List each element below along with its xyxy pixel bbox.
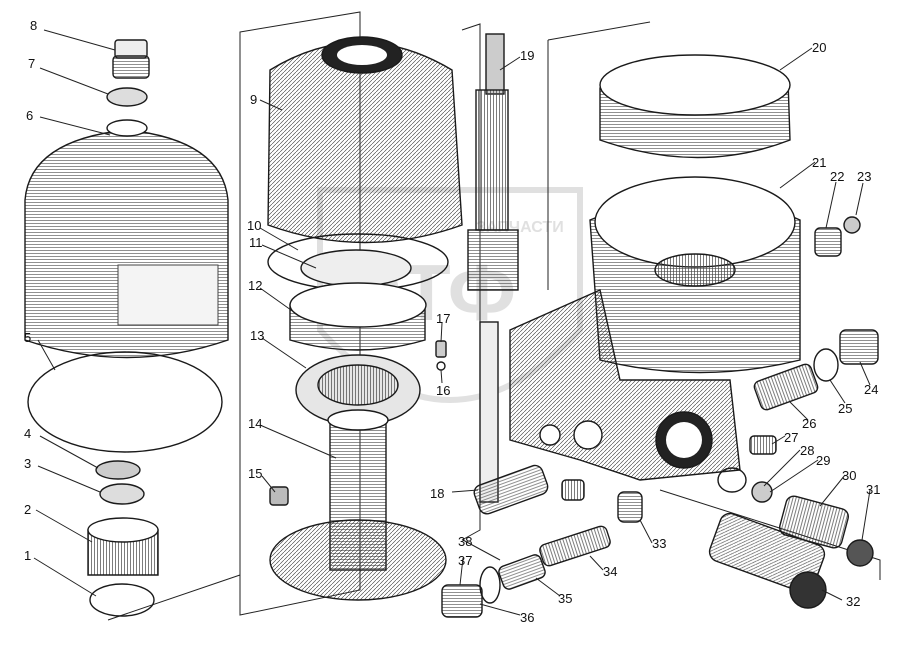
part-33-bushing	[617, 491, 643, 523]
callout-29: 29	[816, 453, 830, 468]
callout-33: 33	[652, 536, 666, 551]
callout-2: 2	[24, 502, 31, 517]
callout-4: 4	[24, 426, 31, 441]
part-5-gasket	[27, 351, 223, 453]
part-35-valve	[498, 554, 546, 590]
part-6-filter-housing	[24, 119, 229, 359]
callout-25: 25	[838, 401, 852, 416]
callout-37: 37	[458, 553, 472, 568]
callout-22: 22	[830, 169, 844, 184]
callout-7: 7	[28, 56, 35, 71]
callout-labels: 1 2 3 4 5 6 7 8 9 10 11 12 13 14 15 16 1…	[24, 18, 880, 625]
part-34-spring	[539, 525, 611, 567]
callout-27: 27	[784, 430, 798, 445]
callout-34: 34	[603, 564, 617, 579]
callout-32: 32	[846, 594, 860, 609]
callout-26: 26	[802, 416, 816, 431]
callout-8: 8	[30, 18, 37, 33]
part-24-plug	[839, 329, 879, 365]
part-26-spring	[753, 363, 819, 411]
part-9-cap	[267, 36, 463, 244]
callout-35: 35	[558, 591, 572, 606]
callout-30: 30	[842, 468, 856, 483]
callout-16: 16	[436, 383, 450, 398]
part-12-rotor-ring	[289, 282, 427, 351]
callout-24: 24	[864, 382, 878, 397]
part-28-circlip	[717, 467, 747, 493]
small-plug	[561, 479, 585, 501]
callout-28: 28	[800, 443, 814, 458]
callout-13: 13	[250, 328, 264, 343]
callout-6: 6	[26, 108, 33, 123]
callout-18: 18	[430, 486, 444, 501]
part-17-screw	[435, 340, 447, 358]
part-27-plug	[749, 435, 777, 455]
callout-1: 1	[24, 548, 31, 563]
part-3-washer	[99, 483, 145, 505]
part-36-plug	[441, 584, 483, 618]
callout-31: 31	[866, 482, 880, 497]
callout-9: 9	[250, 92, 257, 107]
callout-14: 14	[248, 416, 262, 431]
part-25-washer	[813, 348, 839, 382]
callout-12: 12	[248, 278, 262, 293]
part-22-bushing	[814, 227, 842, 257]
callout-5: 5	[24, 330, 31, 345]
part-7-washer	[106, 87, 148, 107]
callout-38: 38	[458, 534, 472, 549]
callout-21: 21	[812, 155, 826, 170]
callout-11: 11	[249, 235, 263, 250]
part-11-cup	[300, 249, 412, 287]
part-18-valve	[473, 464, 549, 515]
callout-3: 3	[24, 456, 31, 471]
oil-tube	[479, 321, 499, 503]
main-housing	[509, 289, 741, 481]
callout-10: 10	[247, 218, 261, 233]
part-32-plug	[708, 512, 827, 609]
callout-36: 36	[520, 610, 534, 625]
part-21-body-bowl	[589, 176, 801, 374]
part-1-ring	[89, 583, 155, 617]
callout-20: 20	[812, 40, 826, 55]
part-2-nut	[87, 517, 159, 576]
part-14-rotor-base	[269, 409, 447, 601]
part-19-shaft	[467, 33, 519, 291]
leader-lines	[33, 29, 871, 616]
part-29-washer	[751, 481, 773, 503]
callout-17: 17	[436, 311, 450, 326]
part-31-ball	[846, 539, 874, 567]
part-37-washer	[479, 566, 501, 604]
part-8-plug	[112, 39, 150, 79]
callout-19: 19	[520, 48, 534, 63]
part-16-washer	[436, 361, 446, 371]
callout-23: 23	[857, 169, 871, 184]
callout-15: 15	[248, 466, 262, 481]
part-4-washer	[95, 460, 141, 480]
part-23-plug	[843, 216, 861, 234]
part-20-band	[599, 54, 791, 159]
